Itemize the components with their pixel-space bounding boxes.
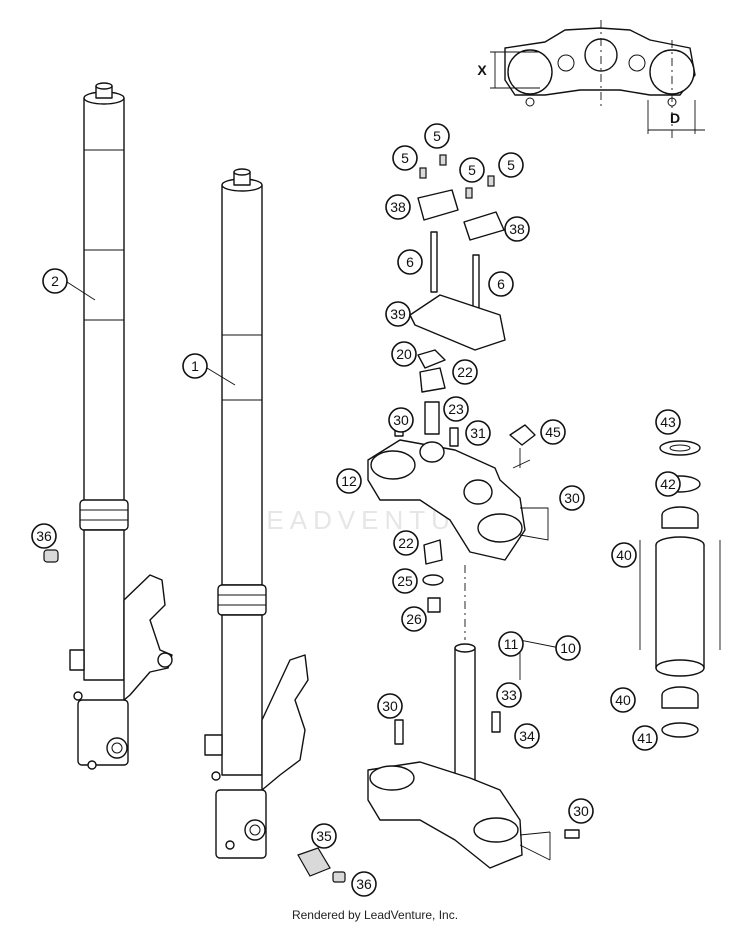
svg-text:25: 25 bbox=[397, 573, 413, 589]
callout-11: 11 bbox=[498, 631, 524, 657]
svg-text:5: 5 bbox=[433, 128, 441, 144]
svg-text:2: 2 bbox=[51, 273, 59, 289]
callout-12: 12 bbox=[336, 468, 362, 494]
svg-text:10: 10 bbox=[560, 640, 576, 656]
svg-text:35: 35 bbox=[316, 828, 332, 844]
svg-text:22: 22 bbox=[457, 364, 473, 380]
plug-36-left bbox=[43, 549, 59, 563]
upper-triple-clamp bbox=[367, 424, 536, 561]
svg-text:39: 39 bbox=[390, 306, 406, 322]
callout-1: 1 bbox=[182, 353, 208, 379]
callout-5: 5 bbox=[392, 145, 418, 171]
svg-text:41: 41 bbox=[637, 730, 653, 746]
callout-26: 26 bbox=[401, 606, 427, 632]
callout-35: 35 bbox=[311, 823, 337, 849]
bearing-set bbox=[639, 440, 721, 738]
svg-text:11: 11 bbox=[504, 636, 519, 652]
svg-text:40: 40 bbox=[615, 692, 631, 708]
callout-22: 22 bbox=[452, 359, 478, 385]
svg-text:30: 30 bbox=[564, 490, 580, 506]
callout-38: 38 bbox=[504, 216, 530, 242]
svg-text:33: 33 bbox=[501, 687, 517, 703]
callout-42: 42 bbox=[655, 471, 681, 497]
callout-10: 10 bbox=[555, 635, 581, 661]
callout-30: 30 bbox=[568, 798, 594, 824]
svg-text:45: 45 bbox=[545, 424, 561, 440]
callout-2: 2 bbox=[42, 268, 68, 294]
callout-38: 38 bbox=[385, 194, 411, 220]
callout-41: 41 bbox=[632, 725, 658, 751]
svg-text:5: 5 bbox=[401, 150, 409, 166]
callout-43: 43 bbox=[655, 409, 681, 435]
svg-text:40: 40 bbox=[616, 547, 632, 563]
svg-text:36: 36 bbox=[36, 528, 52, 544]
callout-23: 23 bbox=[443, 396, 469, 422]
svg-text:38: 38 bbox=[390, 199, 406, 215]
callout-6: 6 bbox=[397, 249, 423, 275]
callout-30: 30 bbox=[377, 693, 403, 719]
callout-40: 40 bbox=[610, 687, 636, 713]
svg-text:22: 22 bbox=[398, 535, 414, 551]
callout-36: 36 bbox=[351, 871, 377, 897]
callout-6: 6 bbox=[488, 271, 514, 297]
svg-text:5: 5 bbox=[507, 157, 515, 173]
svg-text:31: 31 bbox=[470, 425, 486, 441]
callout-40: 40 bbox=[611, 542, 637, 568]
callout-30: 30 bbox=[388, 407, 414, 433]
stem-parts bbox=[394, 539, 501, 799]
svg-text:6: 6 bbox=[497, 276, 505, 292]
svg-text:36: 36 bbox=[356, 876, 372, 892]
svg-text:1: 1 bbox=[191, 358, 199, 374]
svg-text:34: 34 bbox=[519, 728, 535, 744]
svg-text:26: 26 bbox=[406, 611, 422, 627]
svg-text:23: 23 bbox=[448, 401, 464, 417]
fork-leg-right bbox=[204, 168, 309, 859]
callout-25: 25 bbox=[392, 568, 418, 594]
callout-5: 5 bbox=[498, 152, 524, 178]
spacer-parts-bottom bbox=[297, 847, 346, 883]
dimension-d-label: D bbox=[670, 110, 680, 126]
callout-30: 30 bbox=[559, 485, 585, 511]
svg-text:20: 20 bbox=[396, 346, 412, 362]
callout-45: 45 bbox=[540, 419, 566, 445]
top-clamp-plan-view: X D bbox=[477, 20, 705, 140]
svg-text:30: 30 bbox=[382, 698, 398, 714]
callout-39: 39 bbox=[385, 301, 411, 327]
svg-text:30: 30 bbox=[573, 803, 589, 819]
fork-leg-left bbox=[69, 82, 173, 770]
callout-22: 22 bbox=[393, 530, 419, 556]
callout-31: 31 bbox=[465, 420, 491, 446]
svg-text:5: 5 bbox=[468, 162, 476, 178]
svg-text:43: 43 bbox=[660, 414, 676, 430]
callout-5: 5 bbox=[424, 123, 450, 149]
callout-36: 36 bbox=[31, 523, 57, 549]
lower-triple-clamp bbox=[367, 761, 580, 869]
svg-text:42: 42 bbox=[660, 476, 676, 492]
callout-5: 5 bbox=[459, 157, 485, 183]
svg-text:12: 12 bbox=[341, 473, 357, 489]
callout-34: 34 bbox=[514, 723, 540, 749]
svg-text:38: 38 bbox=[509, 221, 525, 237]
dimension-x-label: X bbox=[477, 62, 487, 78]
footer-credit: Rendered by LeadVenture, Inc. bbox=[291, 908, 459, 922]
callout-20: 20 bbox=[391, 341, 417, 367]
svg-text:30: 30 bbox=[393, 412, 409, 428]
callout-33: 33 bbox=[496, 682, 522, 708]
callouts: 2 1 36 5 5 5 5 38 38 6 6 39 20 22 23 30 31 45 12 30 22 25 26 11… bbox=[31, 123, 681, 897]
svg-text:6: 6 bbox=[406, 254, 414, 270]
